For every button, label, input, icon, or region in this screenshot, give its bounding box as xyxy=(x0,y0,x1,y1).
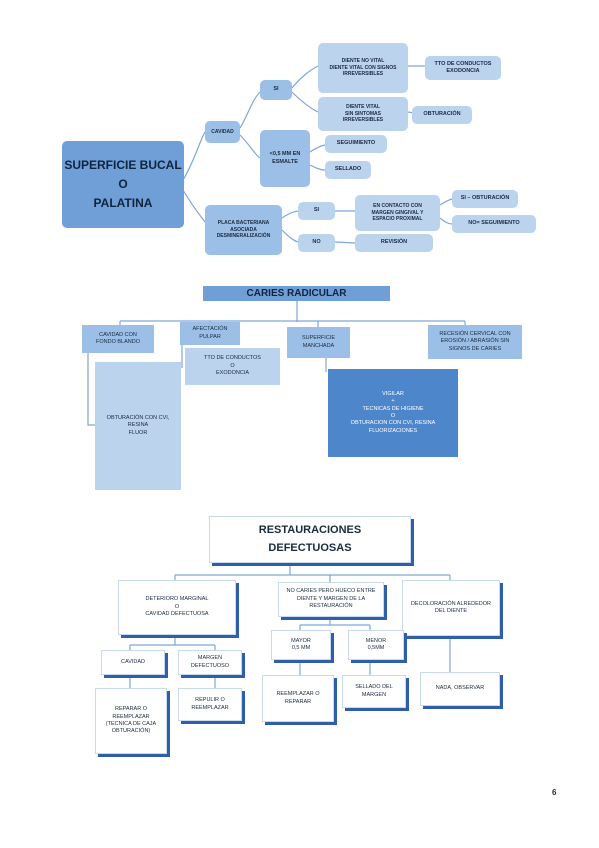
node-si: SI xyxy=(260,80,292,100)
node-tto-conductos-radicular: TTO DE CONDUCTOS O EXODONCIA xyxy=(185,348,280,385)
node-deterioro-marginal: DETERIORO MARGINAL O CAVIDAD DEFECTUOSA xyxy=(118,580,236,635)
node-seguimiento: SEGUIMIENTO xyxy=(325,135,387,153)
node-margen-defectuoso: MARGEN DEFECTUOSO xyxy=(178,650,242,675)
node-sellado: SELLADO xyxy=(325,161,371,179)
node-cavidad: CAVIDAD xyxy=(205,121,240,143)
title-restauraciones-defectuosas: RESTAURACIONES DEFECTUOSAS xyxy=(209,516,411,563)
title-caries-radicular: CARIES RADICULAR xyxy=(203,286,390,301)
node-menor-05mm-rest: MENOR 0,5MM xyxy=(348,630,404,660)
node-reparar-reemplazar: REPARAR O REEMPLAZAR (TECNICA DE CAJA OB… xyxy=(95,688,167,754)
node-repulir: REPULIR O REEMPLAZAR xyxy=(178,688,242,721)
node-superficie-bucal: SUPERFICIE BUCAL O PALATINA xyxy=(62,141,184,228)
node-diente-no-vital: DIENTE NO VITAL DIENTE VITAL CON SIGNOS … xyxy=(318,43,408,93)
node-reemplazar-reparar: REEMPLAZAR O REPARAR xyxy=(262,675,334,722)
node-placa-bacteriana: PLACA BACTERIANA ASOCIADA DESMINERALIZAC… xyxy=(205,205,282,255)
node-no-placa: NO xyxy=(298,234,335,252)
node-obturacion-cvi: OBTURACIÓN CON CVI, RESINA FLUOR xyxy=(95,362,181,490)
node-si-obturacion: SI – OBTURACIÓN xyxy=(452,190,518,208)
node-menor-05mm: <0,5 MM EN ESMALTE xyxy=(260,130,310,187)
node-afectacion-pulpar: AFECTACIÓN PULPAR xyxy=(180,322,240,345)
node-decoloracion: DECOLORACIÓN ALREDEDOR DEL DIENTE xyxy=(402,580,500,636)
node-sellado-margen: SELLADO DEL MARGEN xyxy=(342,675,406,708)
node-no-seguimiento: NO= SEGUIMIENTO xyxy=(452,215,536,233)
node-si-placa: SI xyxy=(298,202,335,220)
node-nada-observar: NADA, OBSERVAR xyxy=(420,672,500,706)
node-no-caries-hueco: NO CARIES PERO HUECO ENTRE DIENTE Y MARG… xyxy=(278,582,384,617)
node-obturacion: OBTURACIÓN xyxy=(412,106,472,124)
node-diente-vital: DIENTE VITAL SIN SINTOMAS IRREVERSIBLES xyxy=(318,97,408,131)
node-en-contacto: EN CONTACTO CON MARGEN GINGIVAL Y ESPACI… xyxy=(355,195,440,231)
node-superficie-manchada: SUPERFICIE MANCHADA xyxy=(287,327,350,358)
node-cavidad-fondo-blando: CAVIDAD CON FONDO BLANDO xyxy=(82,325,154,353)
node-tto-conductos: TTO DE CONDUCTOS EXODONCIA xyxy=(425,56,501,80)
page-number: 6 xyxy=(552,788,557,797)
node-revision: REVISIÓN xyxy=(355,234,433,252)
node-recesion-cervical: RECESIÓN CERVICAL CON EROSIÓN / ABRASIÓN… xyxy=(428,325,522,359)
node-cavidad-rest: CAVIDAD xyxy=(101,650,165,675)
node-vigilar: VIGILAR + TECNICAS DE HIGIENE O OBTURACI… xyxy=(328,369,458,457)
node-mayor-05mm: MAYOR 0,5 MM xyxy=(271,630,331,660)
